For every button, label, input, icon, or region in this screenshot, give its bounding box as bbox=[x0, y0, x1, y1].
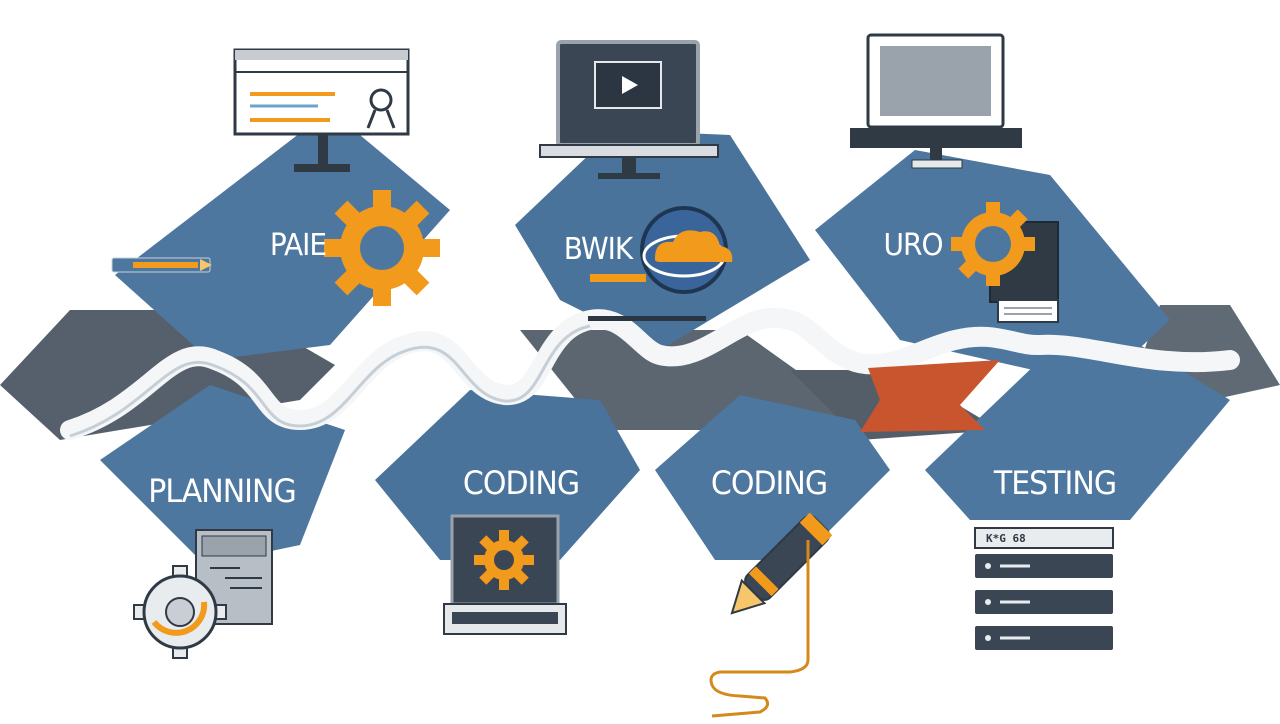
laptop-play-icon bbox=[539, 40, 719, 179]
laptop-gear-icon bbox=[443, 514, 567, 635]
pen-icon bbox=[709, 512, 833, 718]
stage-label-upper-3: URO bbox=[883, 226, 944, 263]
stage-label-planning: PLANNING bbox=[148, 472, 296, 511]
monitor-chart-icon bbox=[233, 48, 410, 172]
stage-label-upper-1: PAIE bbox=[269, 226, 327, 263]
lower-tile-4 bbox=[925, 345, 1230, 520]
lower-tiles bbox=[100, 345, 1230, 565]
stage-label-coding-1: CODING bbox=[462, 464, 580, 503]
red-arrow-banner bbox=[860, 360, 1000, 432]
lower-tile-2 bbox=[375, 390, 640, 560]
cloud-globe-icon bbox=[588, 206, 733, 321]
stage-label-coding-2: CODING bbox=[710, 464, 828, 503]
upper-tile-1 bbox=[115, 110, 450, 360]
lower-tile-3 bbox=[655, 395, 890, 560]
laptop-screen-icon bbox=[850, 33, 1022, 169]
lower-tile-1 bbox=[100, 385, 345, 565]
pencil-icon bbox=[111, 257, 212, 273]
server-rack-icon bbox=[974, 527, 1114, 650]
ribbon-center bbox=[520, 330, 880, 430]
gear-document-icon-lower bbox=[133, 529, 273, 659]
stage-label-upper-2: BWIK bbox=[563, 230, 634, 267]
gear-document-icon bbox=[951, 202, 1059, 323]
gear-icon bbox=[324, 190, 440, 306]
flow-ribbon-shadow bbox=[69, 324, 591, 438]
stage-label-testing: TESTING bbox=[993, 464, 1117, 503]
server-label: K*G 68 bbox=[986, 532, 1026, 545]
